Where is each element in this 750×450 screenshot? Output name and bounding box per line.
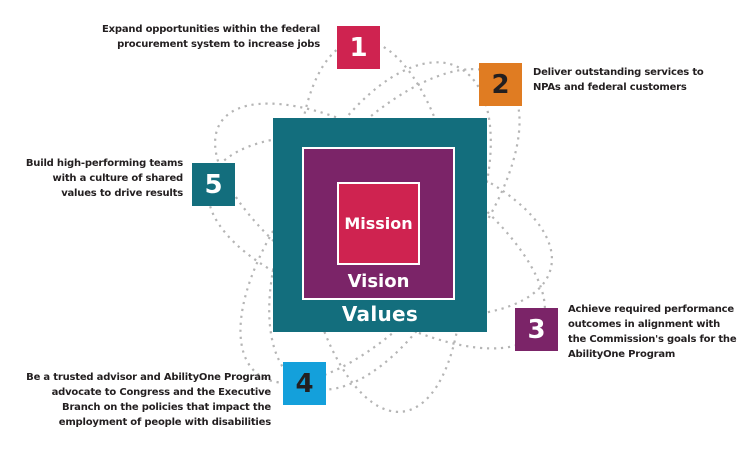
values-square: Values Vision Mission — [273, 118, 487, 332]
mission-square: Mission — [337, 182, 420, 265]
goal-2-description: Deliver outstanding services to NPAs and… — [533, 67, 704, 93]
vision-label: Vision — [347, 271, 410, 292]
goal-5-number-badge: 5 — [192, 163, 235, 206]
goal-2-number-badge: 2 — [479, 63, 522, 106]
mission-label: Mission — [344, 214, 413, 233]
goal-3-description: Achieve required performance outcomes in… — [568, 304, 737, 360]
goal-3-number-badge: 3 — [515, 308, 558, 351]
goal-4-number-badge: 4 — [283, 362, 326, 405]
goal-1-description: Expand opportunities within the federal … — [102, 24, 320, 50]
vision-square: Vision Mission — [302, 147, 455, 300]
goal-1-number-badge: 1 — [337, 26, 380, 69]
goal-4-description: Be a trusted advisor and AbilityOne Prog… — [26, 372, 271, 428]
values-label: Values — [341, 302, 419, 326]
goal-5-description: Build high-performing teams with a cultu… — [25, 158, 183, 199]
